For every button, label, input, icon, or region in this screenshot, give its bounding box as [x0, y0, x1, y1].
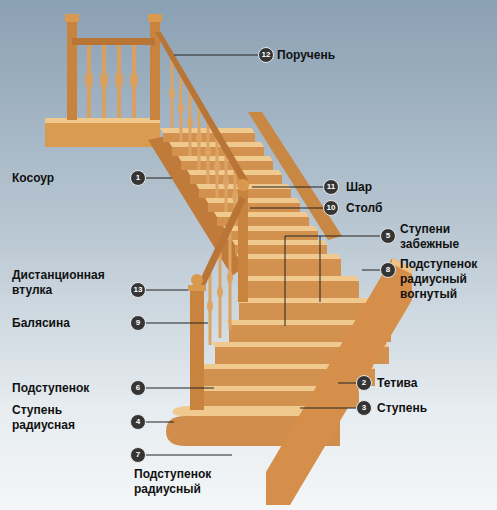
- part-label: Шар: [346, 180, 426, 195]
- lower-step-riser: [243, 281, 359, 298]
- top-balusters: [85, 45, 138, 118]
- part-label: Ступень радиусная: [12, 403, 122, 433]
- lower-step-tread: [236, 298, 377, 303]
- part-label: Подступенок радиусный: [134, 467, 244, 497]
- callout-number: 10: [323, 200, 339, 216]
- lower-handrail: [197, 196, 246, 290]
- callout-number: 5: [380, 228, 396, 244]
- callout-number: 8: [380, 262, 396, 278]
- newel-post: [190, 290, 204, 410]
- part-label: Дистанционная втулка: [12, 268, 124, 298]
- post-cap: [65, 14, 79, 22]
- post-ball: [237, 179, 249, 191]
- baluster-bulge: [223, 176, 229, 188]
- baluster-bulge: [196, 131, 202, 143]
- top-post: [67, 22, 77, 120]
- baluster-bulge: [217, 286, 223, 298]
- lower-step-riser: [239, 303, 377, 320]
- baluster-bulge: [187, 117, 193, 129]
- baluster-bulge: [232, 190, 238, 202]
- baluster-bulge: [205, 146, 211, 158]
- callout-number: 3: [356, 400, 372, 416]
- callout-number: 1: [130, 170, 146, 186]
- part-label: Ступень: [377, 401, 477, 416]
- baluster-bulge: [178, 102, 184, 114]
- baluster-bulge: [207, 300, 213, 312]
- upper-step-tread: [223, 226, 318, 231]
- baluster-bulge: [214, 161, 220, 173]
- part-label: Столб: [346, 201, 426, 216]
- callout-number: 11: [323, 179, 339, 195]
- part-label: Косоур: [12, 171, 122, 186]
- leader-lines: [146, 55, 380, 455]
- newel-ball: [191, 274, 203, 286]
- upper-step-tread: [214, 212, 309, 217]
- part-label: Подступенок: [12, 381, 124, 396]
- part-label: Подступенок радиусный вогнутый: [400, 257, 492, 302]
- upper-step-tread: [205, 198, 300, 203]
- lower-step-tread: [240, 276, 359, 281]
- lower-step-riser: [239, 259, 341, 276]
- callout-number: 9: [130, 315, 146, 331]
- landing-front: [45, 123, 160, 147]
- part-label: Поручень: [277, 48, 387, 63]
- part-label: Балясина: [12, 316, 122, 331]
- callout-number: 6: [130, 380, 146, 396]
- callout-number: 4: [130, 414, 146, 430]
- callout-number: 7: [130, 447, 146, 463]
- post-cap: [148, 14, 162, 22]
- upper-step-riser: [235, 245, 327, 254]
- part-label: Тетива: [377, 376, 477, 391]
- lower-step-tread: [236, 254, 341, 259]
- part-label: Ступени забежные: [400, 222, 492, 252]
- top-handrail: [72, 38, 155, 45]
- callout-number: 12: [258, 47, 274, 63]
- callout-number: 2: [356, 375, 372, 391]
- baluster-bulge: [227, 272, 233, 284]
- landing-top: [45, 118, 160, 123]
- callout-number: 13: [130, 282, 146, 298]
- baluster-bulge: [169, 87, 175, 99]
